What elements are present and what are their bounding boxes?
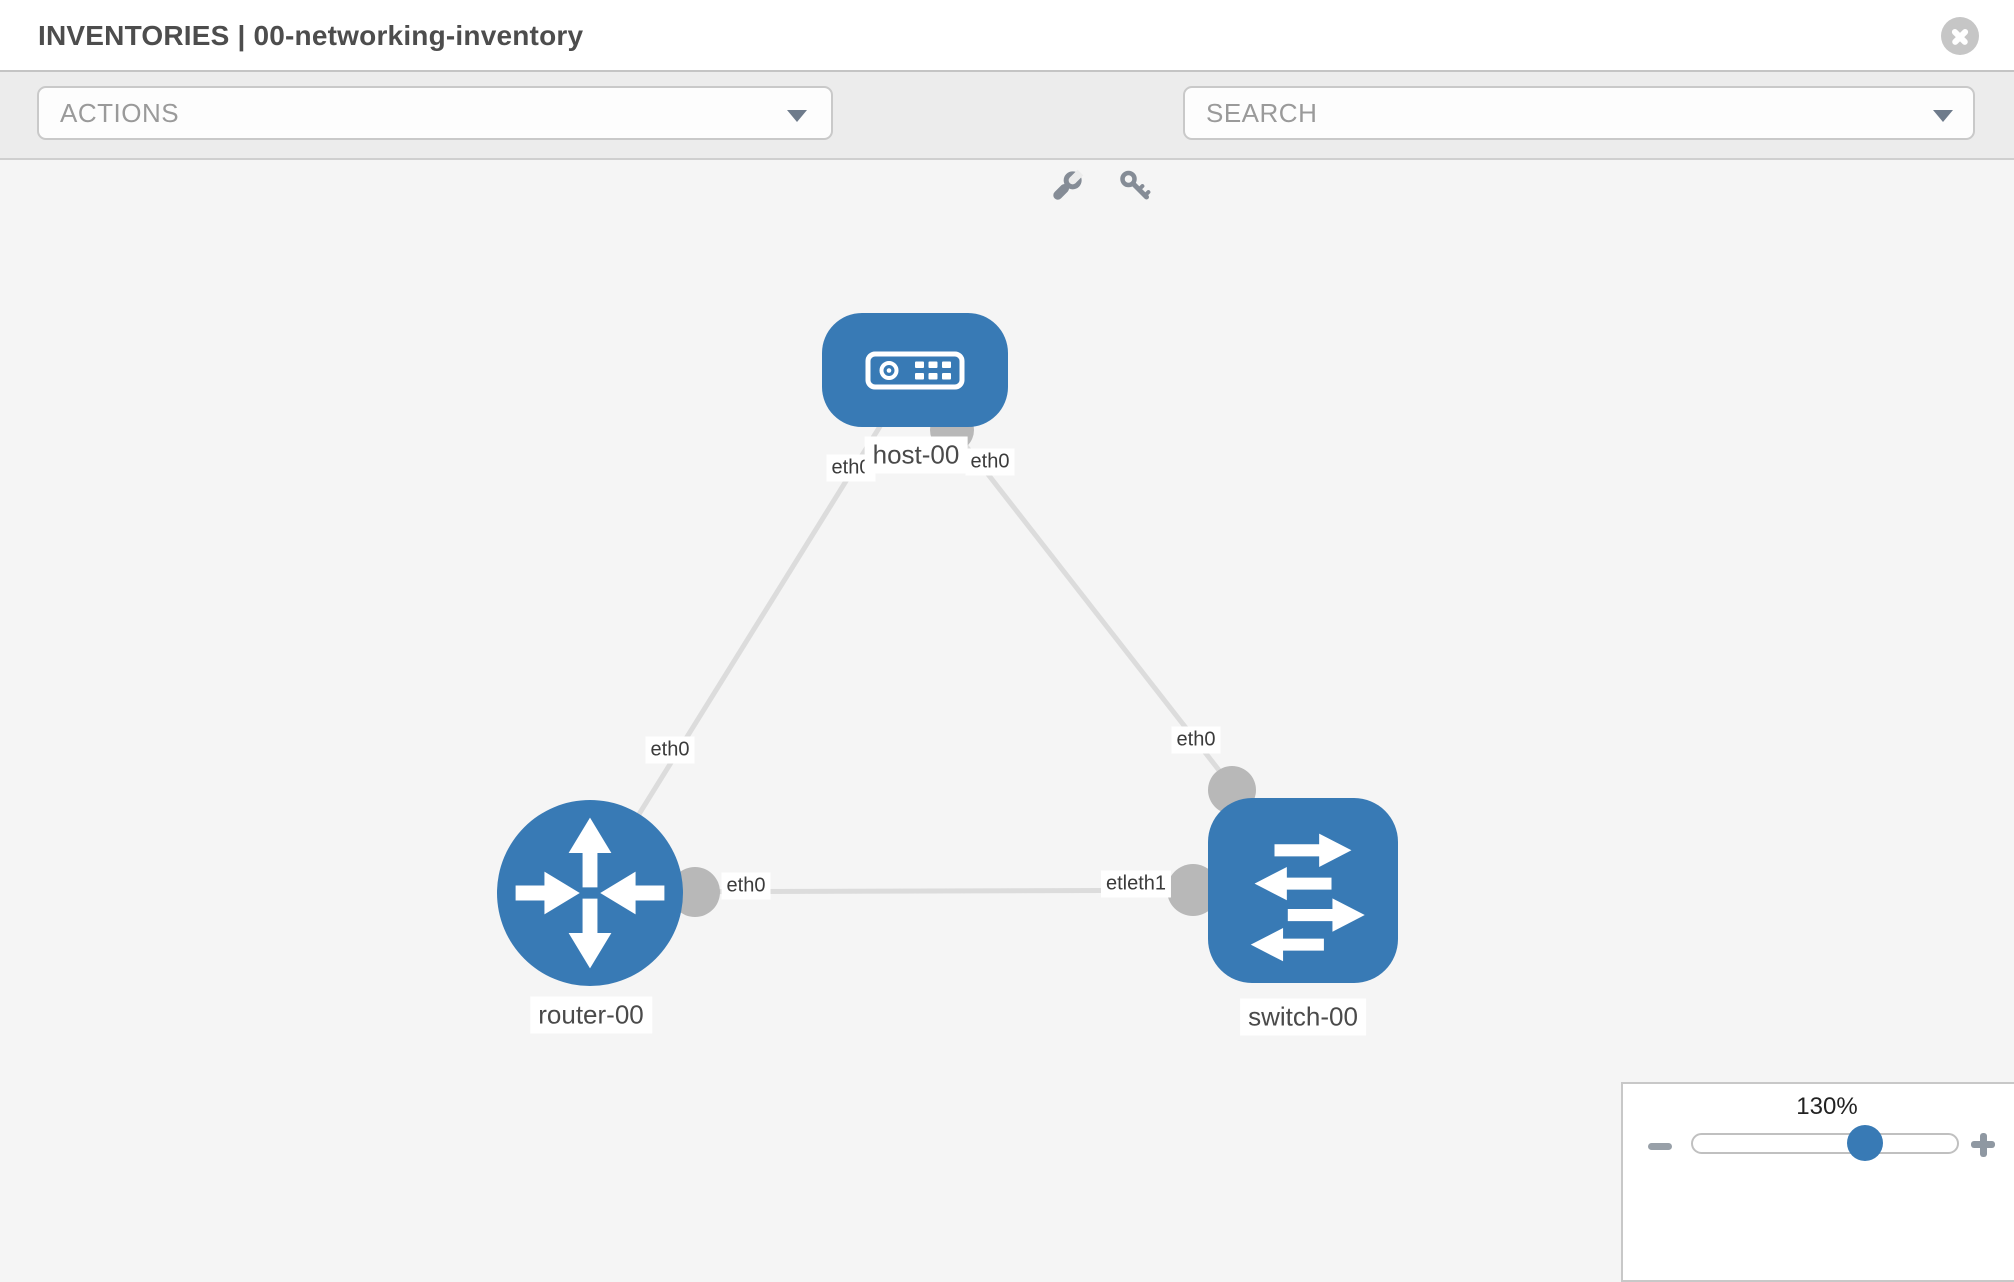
search-dropdown-label: SEARCH <box>1206 98 1318 128</box>
interface-label: eth0 <box>645 736 695 764</box>
node-label-switch-00: switch-00 <box>1240 998 1366 1036</box>
actions-dropdown-label: ACTIONS <box>60 98 180 128</box>
zoom-in-button[interactable] <box>1968 1129 1998 1159</box>
node-switch-00[interactable] <box>1208 798 1398 983</box>
chevron-down-icon <box>787 110 807 122</box>
switch-icon <box>1250 833 1365 961</box>
topology-canvas[interactable]: eth0 eth0 eth0 eth0 eth0 etleth1 host-00… <box>0 0 2014 1200</box>
search-dropdown[interactable]: SEARCH <box>1183 86 1975 140</box>
node-host-00[interactable] <box>822 313 1008 427</box>
node-label-host-00: host-00 <box>864 436 968 474</box>
router-icon <box>515 817 665 969</box>
close-button[interactable] <box>1941 17 1979 55</box>
zoom-slider-knob[interactable] <box>1847 1125 1883 1161</box>
chevron-down-icon <box>1933 110 1953 122</box>
node-router-00[interactable] <box>497 800 683 986</box>
links-layer <box>587 368 1256 917</box>
actions-dropdown[interactable]: ACTIONS <box>37 86 833 140</box>
zoom-out-button[interactable] <box>1645 1134 1675 1158</box>
server-icon <box>865 351 965 390</box>
wrench-icon[interactable] <box>1049 168 1085 204</box>
toolbar: ACTIONS SEARCH <box>0 72 2014 200</box>
interface-label: eth0 <box>721 872 771 900</box>
minus-icon <box>1648 1143 1672 1150</box>
connector-dot-router-right <box>670 867 720 917</box>
connector-dot-switch-left <box>1167 864 1219 916</box>
zoom-slider-track[interactable] <box>1691 1125 1959 1161</box>
zoom-control-panel: 130% <box>1621 1082 2014 1282</box>
interface-label-overlapped: etleth1 <box>1100 870 1172 898</box>
interface-label: eth0 <box>965 448 1015 476</box>
node-label-router-00: router-00 <box>530 996 652 1034</box>
page-title: INVENTORIES | 00-networking-inventory <box>38 20 584 51</box>
interface-label: eth0 <box>1171 726 1221 754</box>
page-header: INVENTORIES | 00-networking-inventory <box>0 0 2014 72</box>
zoom-level-value: 130% <box>1796 1093 1858 1120</box>
key-icon[interactable] <box>1117 168 1153 204</box>
